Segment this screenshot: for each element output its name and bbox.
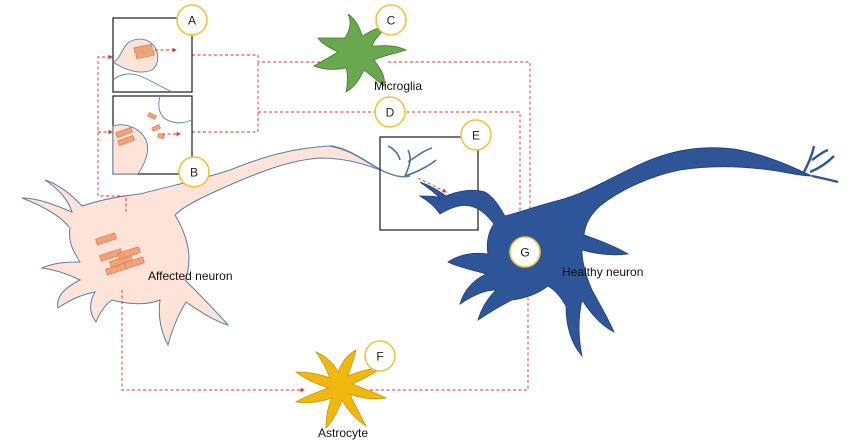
aggregate-bar: [105, 262, 127, 276]
aggregate-bar: [95, 232, 117, 246]
aggregate-bar: [99, 248, 123, 262]
badge-a: A: [176, 4, 208, 36]
healthy-dendrite-tips: [802, 145, 839, 184]
affected-axon: [329, 145, 411, 178]
healthy-neuron-label: Healthy neuron: [562, 265, 643, 279]
badge-c: C: [375, 4, 407, 36]
microglia-label: Microglia: [374, 79, 422, 93]
healthy-neuron: Healthy neuron: [418, 145, 839, 358]
inset-b-cell: [112, 124, 149, 175]
connector-to-astrocyte: [121, 290, 305, 393]
connector-lines: [97, 54, 533, 393]
badge-a-letter: A: [188, 14, 196, 28]
healthy-neuron-body: [418, 147, 813, 358]
affected-neuron-body: [21, 145, 381, 347]
badge-b: B: [178, 156, 210, 188]
badge-g: G: [509, 236, 541, 268]
microglia-cell: Microglia: [313, 13, 422, 93]
inset-e-frame: [379, 136, 479, 231]
astrocyte-cell: Astrocyte: [294, 349, 388, 440]
axon-terminals: [387, 145, 437, 177]
aggregate-bar: [117, 246, 141, 260]
badge-d-letter: D: [386, 106, 395, 120]
badge-e-letter: E: [472, 129, 480, 143]
affected-neuron: Affected neuron: [21, 145, 381, 347]
astrocyte-label: Astrocyte: [318, 426, 368, 440]
connector-b-to-junction: [192, 62, 259, 133]
badge-f-letter: F: [376, 350, 383, 364]
badge-f: F: [364, 340, 396, 372]
badge-e: E: [460, 119, 492, 151]
affected-neuron-label: Affected neuron: [148, 269, 233, 283]
inset-a-aggregates: [133, 43, 155, 60]
inset-b-aggregates: [115, 112, 165, 146]
inset-box-b: [112, 95, 193, 175]
connector-a-to-microglia: [192, 54, 327, 65]
affected-neuron-aggregates: [95, 232, 145, 276]
badge-b-letter: B: [190, 166, 198, 180]
badge-d: D: [374, 96, 406, 128]
badge-c-letter: C: [387, 14, 396, 28]
inset-box-a: [112, 17, 193, 93]
connector-to-a: [97, 54, 127, 212]
badge-g-letter: G: [520, 246, 529, 260]
inset-box-e: [379, 136, 479, 231]
